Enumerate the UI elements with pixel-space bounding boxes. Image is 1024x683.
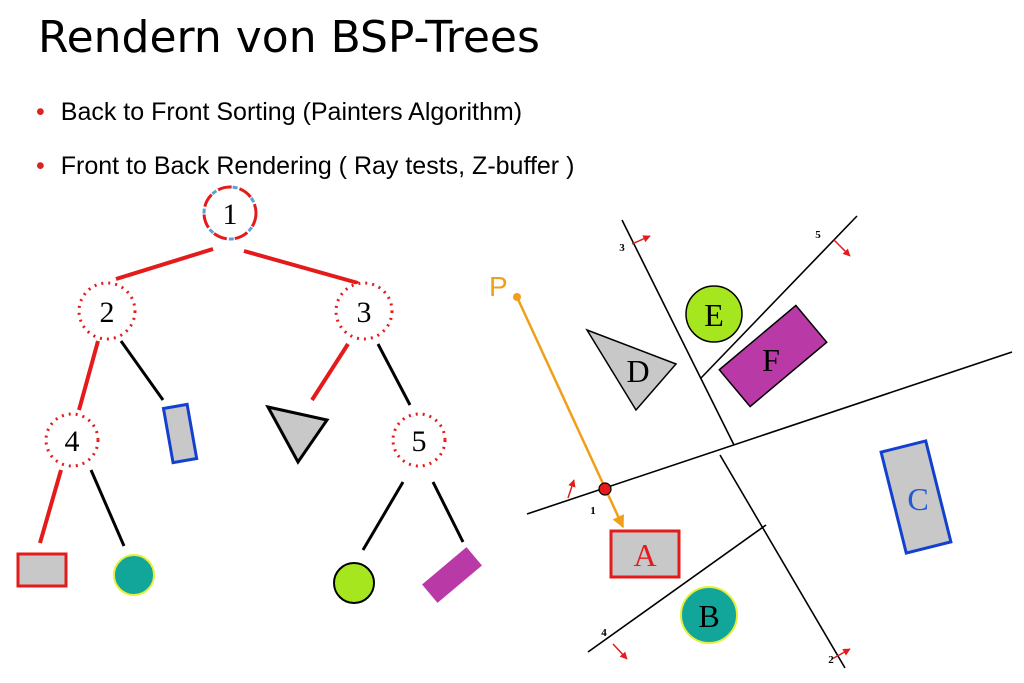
bullet-text: Front to Back Rendering ( Ray tests, Z-b…	[60, 152, 575, 180]
plane-normal-arrow	[612, 643, 628, 660]
leaf-rect-a	[16, 552, 68, 588]
plane-label: 2	[828, 654, 834, 666]
tree-edge-2-4	[77, 340, 100, 411]
object-a: A	[609, 529, 681, 579]
tree-node-2: 2	[77, 281, 137, 341]
leaf-circle-b	[113, 554, 155, 596]
tree-edge-2-leaf	[119, 340, 165, 401]
bullet-dot-icon: •	[36, 152, 45, 180]
bullet-list: • Back to Front Sorting (Painters Algorit…	[36, 92, 574, 200]
tree-node-label: 3	[357, 296, 372, 329]
bsp-tree: 1 2 3 4 5	[16, 185, 482, 604]
object-label: C	[907, 481, 928, 517]
object-label: E	[704, 297, 724, 333]
plane-normal-arrow	[631, 235, 651, 245]
object-label: A	[633, 537, 656, 573]
ray-origin-label: P	[489, 271, 508, 302]
tree-edge-1-2	[115, 247, 214, 281]
bullet-item: • Back to Front Sorting (Painters Algorit…	[36, 92, 574, 146]
tree-edge-3-leaf	[310, 342, 350, 402]
plane-label: 1	[590, 505, 596, 517]
plane-2	[719, 454, 846, 669]
slide-title: Rendern von BSP-Trees	[38, 12, 540, 63]
tree-node-1: 1	[202, 185, 258, 241]
plane-4	[587, 524, 767, 653]
tree-edge-5-leaf	[431, 481, 465, 543]
tree-edge-4-leaf	[38, 469, 63, 544]
bullet-text: Back to Front Sorting (Painters Algorith…	[60, 98, 523, 126]
tree-node-label: 4	[65, 425, 80, 458]
tree-node-5: 5	[391, 412, 447, 468]
ray-intersection-point	[598, 482, 612, 496]
object-f: F	[718, 304, 828, 408]
object-b: B	[680, 586, 738, 644]
plane-3	[621, 219, 735, 446]
object-label: D	[626, 353, 649, 389]
tree-node-3: 3	[334, 281, 394, 341]
bullet-dot-icon: •	[36, 98, 45, 126]
tree-edge-5-leaf	[361, 481, 405, 551]
plane-label: 4	[601, 627, 607, 639]
leaf-rect-f	[422, 547, 482, 603]
object-c: C	[879, 439, 953, 555]
object-label: F	[762, 342, 780, 378]
plane-label: 5	[815, 229, 821, 241]
plane-normal-arrow	[567, 479, 576, 499]
tree-node-4: 4	[44, 412, 100, 468]
tree-edge-3-5	[376, 343, 412, 406]
object-e: E	[685, 285, 743, 343]
tree-edge-1-3	[243, 249, 359, 285]
tree-node-label: 1	[223, 198, 238, 231]
leaf-rect-c	[161, 402, 199, 465]
plane-label: 3	[619, 242, 625, 254]
leaf-circle-e	[333, 562, 375, 604]
object-d: D	[585, 328, 678, 412]
tree-node-label: 2	[100, 296, 115, 329]
object-label: B	[698, 598, 719, 634]
bullet-item: • Front to Back Rendering ( Ray tests, Z-…	[36, 146, 574, 200]
tree-edge-4-leaf	[89, 469, 126, 547]
plane-normal-arrow	[831, 648, 851, 660]
tree-node-label: 5	[412, 425, 427, 458]
bsp-scene: 1 2 3 4 5 P A B C D E	[489, 215, 1013, 669]
plane-5	[700, 215, 858, 379]
plane-normal-arrow	[833, 239, 851, 257]
leaf-triangle-d	[265, 404, 330, 465]
